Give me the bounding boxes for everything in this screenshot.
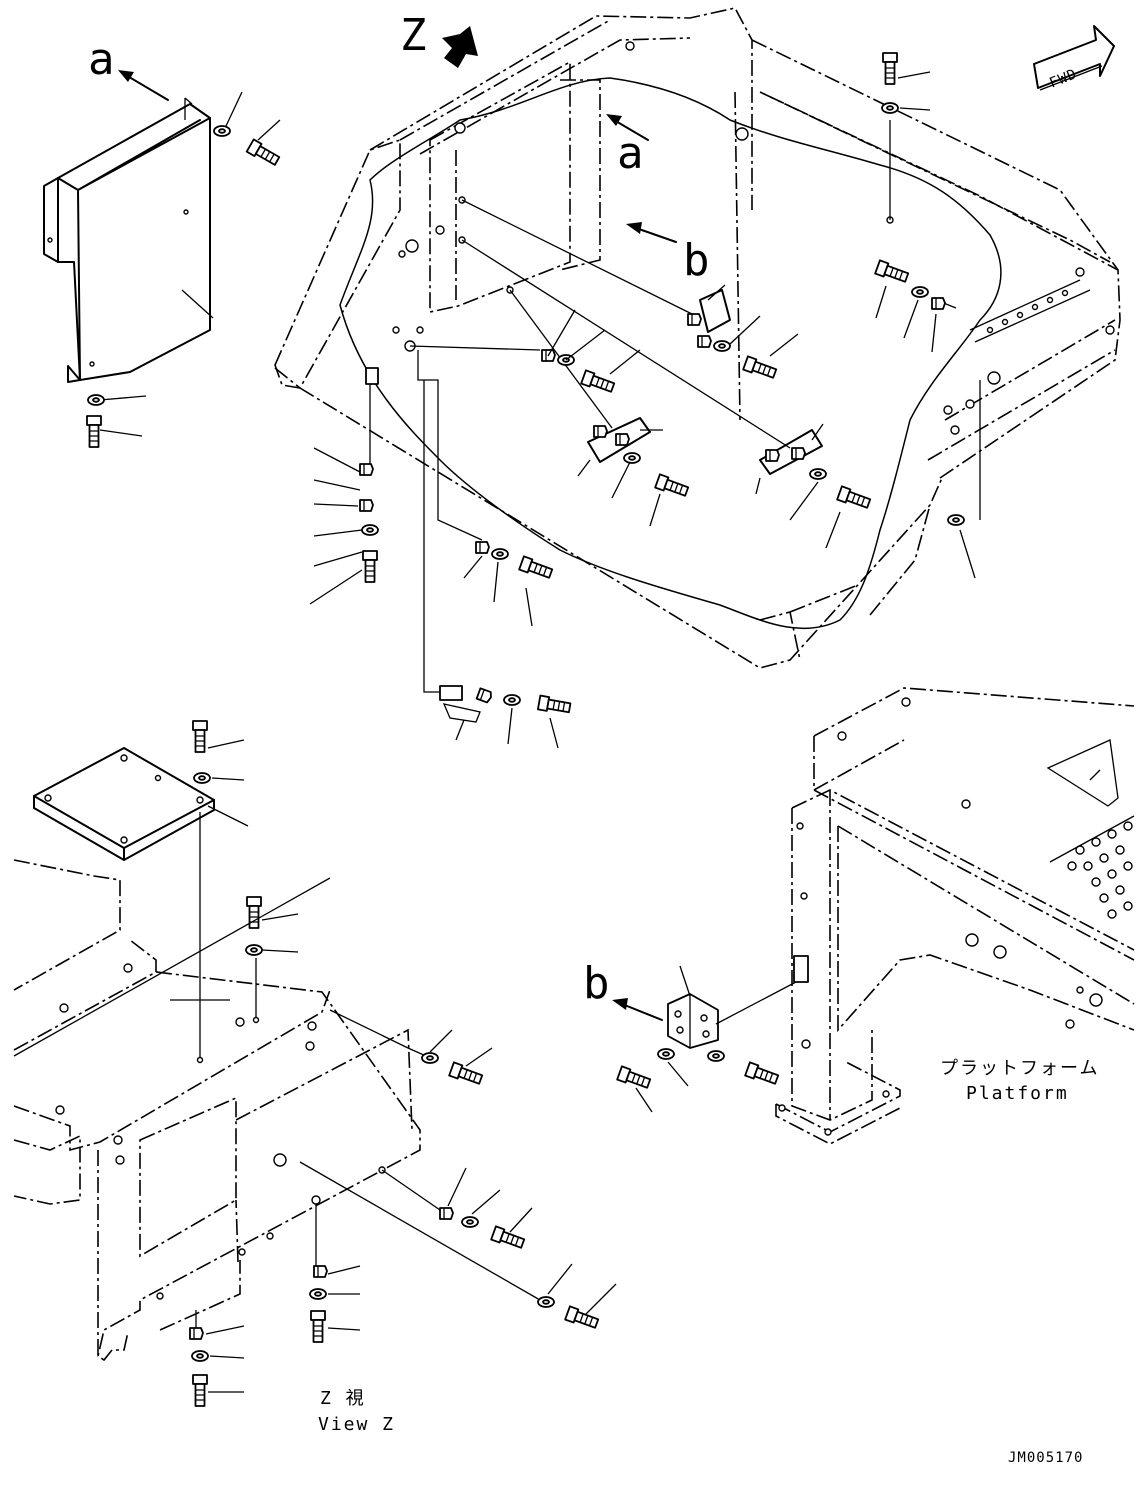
side-cover-assembly [43, 70, 282, 448]
view-z-en-label: View Z [318, 1414, 395, 1435]
ref-a-label-left: a [88, 34, 115, 85]
main-frame-assembly [274, 7, 1121, 749]
ref-b-label-frame: b [683, 235, 710, 286]
fwd-label: FWD [1047, 66, 1079, 91]
drawing-number: JM005170 [1008, 1450, 1083, 1466]
platform-jp-label: プラットフォーム [940, 1058, 1099, 1079]
platform-en-label: Platform [966, 1083, 1069, 1104]
view-z-jp-label: Z 視 [320, 1388, 366, 1409]
view-z-assembly [13, 720, 617, 1407]
ref-a-label-frame: a [617, 128, 644, 179]
fwd-arrow-icon [1033, 25, 1115, 91]
platform-assembly [612, 687, 1135, 1145]
z-view-marker-label: Z [400, 10, 427, 61]
ref-b-label-bracket: b [583, 958, 610, 1009]
